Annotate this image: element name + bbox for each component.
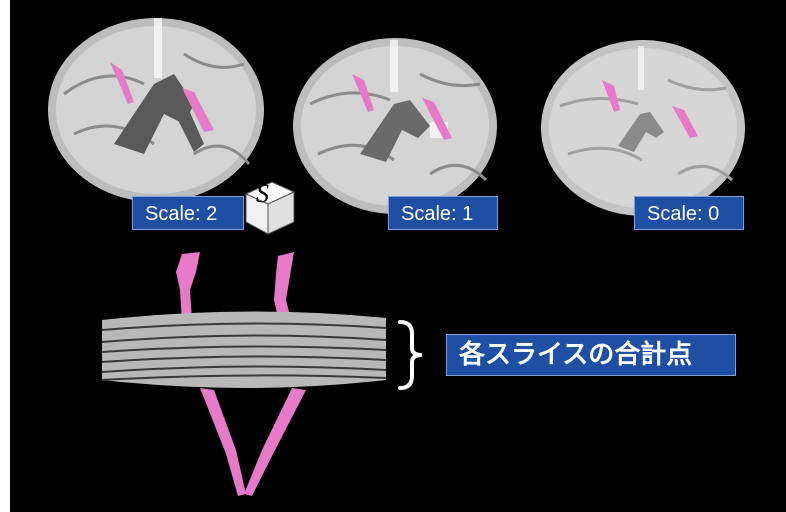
scale-2-label: Scale: 2 bbox=[132, 196, 244, 230]
scale-0-label: Scale: 0 bbox=[634, 196, 744, 230]
slice-total-label: 各スライスの合計点 bbox=[446, 334, 736, 376]
figure-canvas: Scale: 2 Scale: 1 Scale: 0 S 各スライスの合計点 bbox=[10, 0, 786, 512]
cube-letter: S bbox=[256, 180, 269, 208]
brain-slice-scale-2 bbox=[44, 14, 268, 212]
brain-slice-scale-1 bbox=[290, 34, 500, 222]
brain-slice-scale-0 bbox=[538, 36, 748, 222]
slice-stack-illustration bbox=[96, 250, 396, 506]
orientation-cube-icon: S bbox=[242, 180, 296, 236]
curly-brace-icon bbox=[396, 318, 430, 392]
scale-1-label: Scale: 1 bbox=[388, 196, 498, 230]
